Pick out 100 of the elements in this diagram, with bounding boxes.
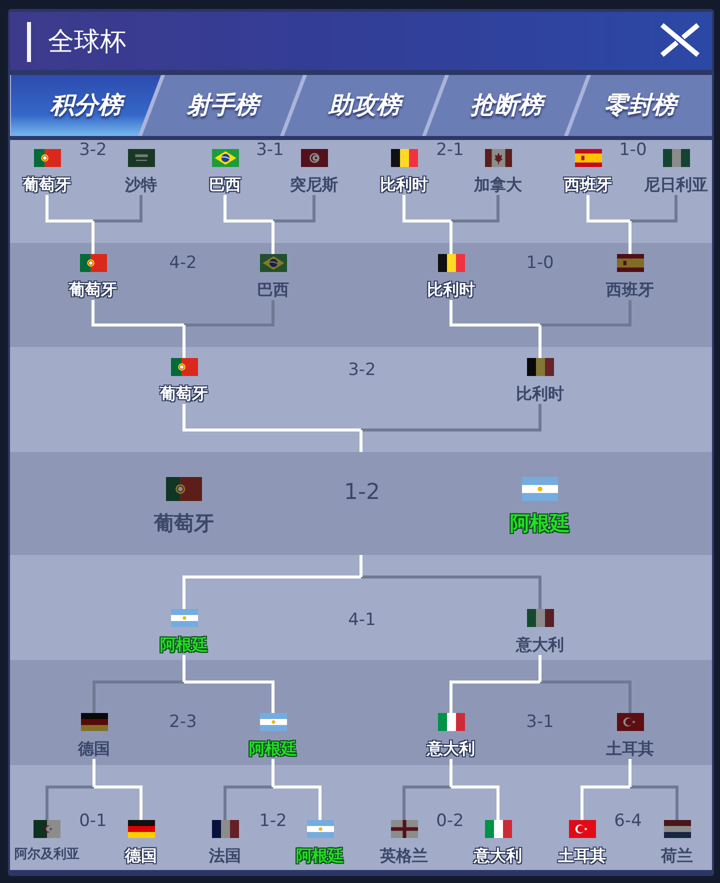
team-name: 法国 [209,846,241,866]
bracket-line [630,786,678,820]
match-score: 2-1 [436,140,464,160]
team-name: 葡萄牙 [160,384,208,404]
bracket-line [628,221,632,254]
bracket-line [538,655,542,682]
team-name: 葡萄牙 [154,511,214,535]
round-band [10,243,712,347]
bracket-line [94,786,142,820]
bracket-line [46,786,94,820]
team-name: 德国 [125,846,157,866]
bracket-line [540,300,632,326]
team-name: 阿根廷 [296,846,344,866]
bracket-line [361,404,542,432]
team-name: 德国 [78,739,110,759]
bracket-line [92,680,184,713]
leaderboard-tab: 助攻榜 [284,75,445,136]
leaderboard-tab: 射手榜 [142,75,303,136]
bracket-line [360,430,362,452]
bracket-line [92,221,94,254]
team-name: 荷兰 [661,846,693,866]
match-score: 3-1 [526,712,554,732]
match-score: 1-0 [526,252,554,274]
team-name: 加拿大 [474,175,522,195]
bracket-line [182,325,186,358]
bracket-line [182,576,361,609]
bracket-line [184,680,274,713]
team-name: 土耳其 [558,846,606,866]
bracket-line [224,786,273,820]
bracket-line [402,786,451,820]
bracket-line [93,195,142,222]
bracket-line [46,195,93,222]
bracket-line [628,759,632,787]
bracket-line [451,786,500,820]
match-score: 3-1 [256,140,284,160]
bracket-line [360,555,362,577]
bracket-line [580,786,630,820]
round-band [10,765,712,870]
team-name: 沙特 [125,175,157,195]
bracket-line [630,195,678,222]
round-band [10,555,712,660]
team-name: 突尼斯 [290,175,338,195]
round-band [10,140,712,243]
team-name: 阿根廷 [249,739,297,759]
bracket-line [92,759,96,787]
bracket-line [451,195,500,222]
bracket-line [450,759,452,787]
round-band [10,452,712,555]
team-name: 巴西 [209,175,241,195]
team-name: 西班牙 [564,175,612,195]
team-name: 尼日利亚 [644,175,708,195]
match-score: 0-1 [79,810,107,832]
match-score: 3-2 [348,360,376,380]
match-score: 0-2 [436,810,464,832]
match-score: 1-2 [259,810,287,832]
bracket-line [361,576,542,609]
bracket-line [273,786,322,820]
team-name: 意大利 [474,846,522,866]
team-name: 比利时 [380,175,428,195]
team-name: 西班牙 [606,280,654,300]
bracket-line [450,300,540,326]
bracket-line [92,300,184,326]
match-score: 6-4 [614,810,642,832]
match-score: 1-2 [344,480,380,506]
bracket-line [586,195,630,222]
team-name: 比利时 [427,280,475,300]
team-name: 阿尔及利亚 [14,846,80,863]
match-score: 3-2 [79,140,107,160]
match-score: 4-2 [169,252,197,274]
bracket-line [182,404,361,432]
bracket-line [540,680,632,713]
bracket-line [450,221,452,254]
round-band [10,660,712,765]
match-score: 4-1 [348,610,376,630]
bracket-line [538,325,542,358]
bracket-line [402,195,451,222]
bracket-line [182,655,186,682]
page-title: 全球杯 [48,26,126,59]
bracket-line [224,195,273,222]
round-band [10,347,712,452]
bracket-line [184,300,274,326]
leaderboard-tab: 零封榜 [568,75,712,136]
bracket-line [272,221,274,254]
leaderboard-tab: 抢断榜 [426,75,587,136]
team-name: 阿根廷 [510,511,570,535]
bracket-line [273,195,316,222]
team-name: 意大利 [516,635,564,655]
team-name: 意大利 [427,739,475,759]
match-score: 1-0 [619,140,647,160]
match-score: 2-3 [169,712,197,732]
bracket-line [450,680,540,713]
team-name: 葡萄牙 [69,280,117,300]
team-name: 英格兰 [380,846,428,866]
team-name: 土耳其 [606,739,654,759]
team-name: 巴西 [257,280,289,300]
team-name: 比利时 [516,384,564,404]
bracket-line [272,759,274,787]
leaderboard-tab: 积分榜 [11,75,161,136]
team-name: 葡萄牙 [23,175,71,195]
team-name: 阿根廷 [160,635,208,655]
